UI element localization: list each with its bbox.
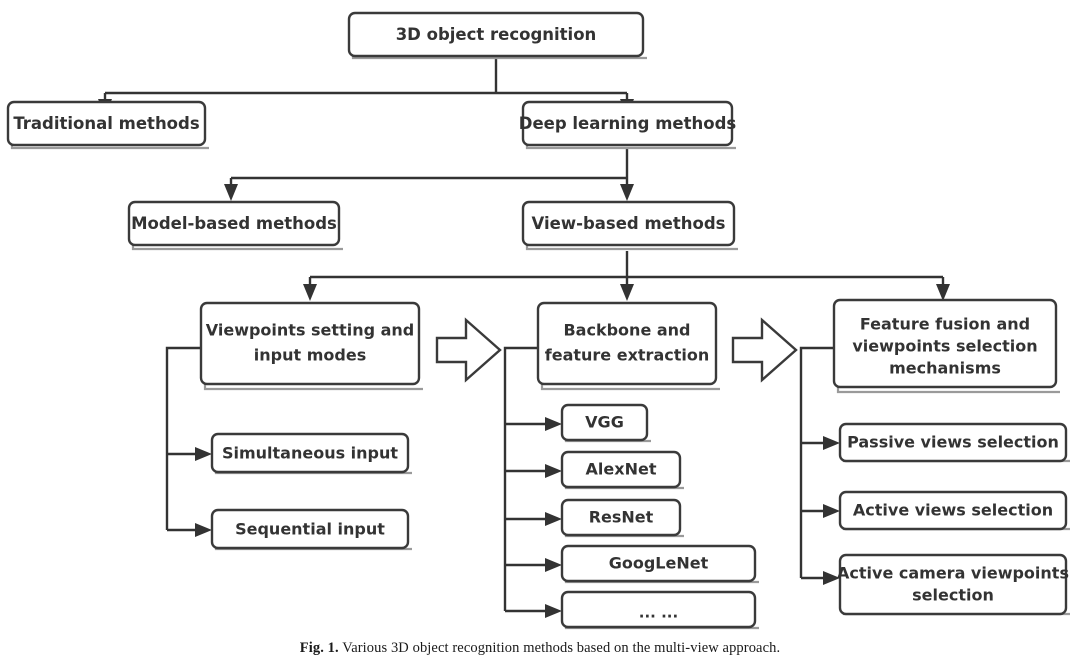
node-label-backbone-ellipsis: ... ...	[639, 604, 678, 622]
arrowhead-passive-views-selection	[823, 436, 840, 450]
connector-view-based-to-bus	[308, 251, 945, 287]
node-label-viewpoints-line1: Viewpoints setting and	[206, 321, 415, 340]
node-label-fusion-line2: viewpoints selection	[852, 337, 1037, 356]
connector-layer	[98, 57, 950, 618]
block-arrow-viewpoints-to-backbone	[435, 317, 502, 383]
node-label-passive-views-selection: Passive views selection	[847, 433, 1059, 452]
arrowhead-active-views-selection	[823, 504, 840, 518]
node-label-active-camera-viewpoints-line2: selection	[912, 586, 994, 605]
arrowhead-view-based-methods	[620, 184, 634, 201]
node-label-fusion-line1: Feature fusion and	[860, 315, 1030, 334]
node-alexnet[interactable]: AlexNet	[560, 450, 684, 490]
node-simultaneous-input[interactable]: Simultaneous input	[210, 432, 412, 475]
arrowhead-backbone-extraction	[620, 284, 634, 301]
arrowhead-vgg	[545, 417, 562, 431]
node-label-active-views-selection: Active views selection	[853, 501, 1053, 520]
node-viewpoints-setting-and-input-modes[interactable]: Viewpoints setting and input modes	[199, 301, 423, 391]
connector-deep-to-bus	[229, 147, 629, 188]
node-label-simultaneous-input: Simultaneous input	[222, 444, 398, 463]
arrowhead-alexnet	[545, 464, 562, 478]
node-label-fusion-line3: mechanisms	[889, 359, 1001, 378]
figure-caption-tag: Fig. 1.	[299, 640, 339, 656]
node-active-camera-viewpoints-selection[interactable]: Active camera viewpoints selection	[837, 553, 1070, 616]
node-resnet[interactable]: ResNet	[560, 498, 684, 538]
node-label-view-based-methods: View-based methods	[532, 214, 726, 233]
node-label-alexnet: AlexNet	[586, 460, 657, 479]
node-label-model-based-methods: Model-based methods	[131, 214, 337, 233]
node-sequential-input[interactable]: Sequential input	[210, 508, 412, 551]
connector-fusion-bus	[799, 346, 834, 580]
node-label-googlenet: GoogLeNet	[609, 554, 709, 573]
arrowhead-viewpoints-setting	[303, 284, 317, 301]
arrowhead-sequential-input	[195, 523, 212, 537]
figure-caption-text: Various 3D object recognition methods ba…	[342, 640, 781, 656]
connector-backbone-bus	[503, 346, 546, 613]
node-deep-learning-methods[interactable]: Deep learning methods	[519, 100, 737, 150]
node-traditional-methods[interactable]: Traditional methods	[6, 100, 209, 150]
node-3d-object-recognition[interactable]: 3D object recognition	[347, 11, 647, 60]
node-vgg[interactable]: VGG	[560, 403, 651, 443]
node-passive-views-selection[interactable]: Passive views selection	[838, 422, 1070, 463]
node-label-deep-learning-methods: Deep learning methods	[519, 114, 737, 133]
node-googlenet[interactable]: GoogLeNet	[560, 544, 759, 584]
node-label-resnet: ResNet	[589, 508, 654, 527]
connector-viewpoints-bus	[165, 346, 201, 532]
arrowhead-ellipsis	[545, 604, 562, 618]
figure-caption: Fig. 1. Various 3D object recognition me…	[0, 640, 1080, 657]
connector-root-to-bus	[103, 57, 629, 103]
node-label-active-camera-viewpoints-line1: Active camera viewpoints	[837, 564, 1069, 583]
node-backbone-ellipsis[interactable]: ... ...	[560, 590, 759, 630]
block-arrow-backbone-to-fusion	[731, 317, 798, 383]
node-label-root: 3D object recognition	[396, 25, 597, 44]
node-feature-fusion-and-viewpoints-selection-mechanisms[interactable]: Feature fusion and viewpoints selection …	[832, 298, 1060, 394]
node-view-based-methods[interactable]: View-based methods	[521, 200, 738, 251]
arrowhead-feature-fusion	[936, 284, 950, 301]
node-label-sequential-input: Sequential input	[235, 520, 385, 539]
node-label-backbone-line2: feature extraction	[545, 346, 709, 365]
node-label-traditional-methods: Traditional methods	[13, 114, 200, 133]
node-label-viewpoints-line2: input modes	[254, 346, 366, 365]
arrowhead-model-based-methods	[224, 184, 238, 201]
node-label-backbone-line1: Backbone and	[563, 321, 690, 340]
node-active-views-selection[interactable]: Active views selection	[838, 490, 1070, 531]
node-backbone-and-feature-extraction[interactable]: Backbone and feature extraction	[536, 301, 720, 391]
arrowhead-simultaneous-input	[195, 447, 212, 461]
node-model-based-methods[interactable]: Model-based methods	[127, 200, 343, 251]
node-label-vgg: VGG	[585, 413, 624, 432]
arrowhead-active-camera-viewpoints-selection	[823, 571, 840, 585]
arrowhead-resnet	[545, 512, 562, 526]
arrowhead-googlenet	[545, 558, 562, 572]
